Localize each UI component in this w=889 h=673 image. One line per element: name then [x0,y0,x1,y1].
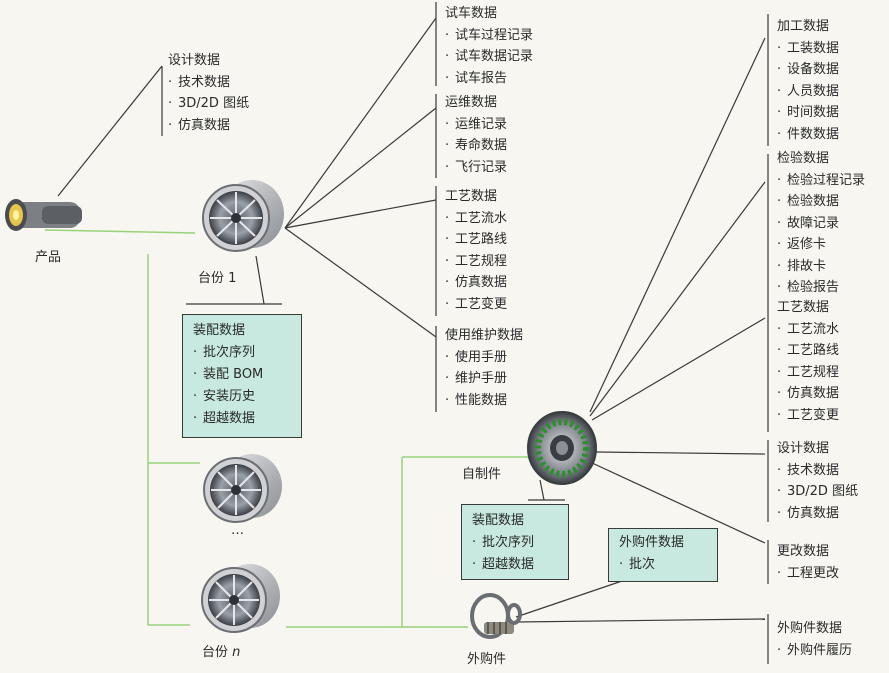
list-item: 工艺变更 [777,405,839,427]
process-data-1-title: 工艺数据 [445,189,498,204]
list-item: 检验过程记录 [777,170,865,192]
list-item: 超越数据 [193,408,291,430]
green-connectors [44,229,528,628]
assembly-box-1-title: 装配数据 [193,323,246,338]
purchased-box: 外购件数据 批次 [608,528,718,582]
list-item: 工艺路线 [777,340,839,362]
assembly-box-1: 装配数据 批次序列 装配 BOM 安装历史 超越数据 [182,314,302,438]
list-item: 设备数据 [777,59,839,81]
design-data-top-block: 设计数据 技术数据 3D/2D 图纸 仿真数据 [168,50,249,136]
product-engine-icon [5,199,82,231]
list-item: 技术数据 [777,460,858,482]
list-item: 使用手册 [445,347,523,369]
process-data-1-block: 工艺数据 工艺流水 工艺路线 工艺规程 仿真数据 工艺变更 [445,186,507,315]
design-data-top-title: 设计数据 [168,53,221,68]
machining-data-title: 加工数据 [777,19,830,34]
list-item: 时间数据 [777,102,839,124]
engine-unit1-icon [202,180,284,252]
list-item: 批次 [619,554,707,576]
list-item: 工艺路线 [445,229,507,251]
process-data-2-block: 工艺数据 工艺流水 工艺路线 工艺规程 仿真数据 工艺变更 [777,297,839,426]
maint-data-block: 使用维护数据 使用手册 维护手册 性能数据 [445,325,523,411]
list-item: 性能数据 [445,390,523,412]
list-item: 人员数据 [777,81,839,103]
inspection-data-title: 检验数据 [777,151,830,166]
ops-data-block: 运维数据 运维记录 寿命数据 飞行记录 [445,92,507,178]
list-item: 3D/2D 图纸 [168,93,249,115]
list-item: 寿命数据 [445,135,507,157]
unitn-label-n: n [232,645,241,660]
unit-ellipsis: … [231,523,244,538]
list-item: 件数数据 [777,124,839,146]
unit1-label: 台份 1 [198,271,237,286]
list-item: 仿真数据 [168,115,249,137]
purchased-data-title: 外购件数据 [777,621,843,636]
list-item: 仿真数据 [777,383,839,405]
purchased-label: 外购件 [467,652,507,667]
purchased-data-block: 外购件数据 外购件履历 [777,618,852,661]
list-item: 工艺流水 [445,208,507,230]
list-item: 工装数据 [777,38,839,60]
list-item: 维护手册 [445,368,523,390]
list-item: 工程更改 [777,563,839,585]
self-made-label: 自制件 [462,467,502,482]
list-item: 技术数据 [168,72,249,94]
list-item: 批次序列 [472,532,558,554]
list-item: 工艺变更 [445,294,507,316]
engine-unit-middle-icon [203,454,282,523]
test-data-block: 试车数据 试车过程记录 试车数据记录 试车报告 [445,3,533,89]
purchased-part-icon [470,593,522,639]
list-item: 试车过程记录 [445,25,533,47]
self-made-part-icon [527,411,597,485]
list-item: 检验报告 [777,277,865,299]
assembly-box-2-title: 装配数据 [472,513,525,528]
maint-data-title: 使用维护数据 [445,328,524,343]
list-item: 装配 BOM [193,364,291,386]
list-item: 故障记录 [777,213,865,235]
list-item: 超越数据 [472,554,558,576]
list-item: 外购件履历 [777,640,852,662]
ops-data-title: 运维数据 [445,95,498,110]
list-item: 飞行记录 [445,157,507,179]
list-item: 仿真数据 [445,272,507,294]
list-item: 试车数据记录 [445,46,533,68]
process-data-2-title: 工艺数据 [777,300,830,315]
list-item: 返修卡 [777,234,865,256]
change-data-block: 更改数据 工程更改 [777,541,839,584]
machining-data-block: 加工数据 工装数据 设备数据 人员数据 时间数据 件数数据 [777,16,839,145]
list-item: 运维记录 [445,114,507,136]
assembly-box-2: 装配数据 批次序列 超越数据 [461,504,569,580]
inspection-data-block: 检验数据 检验过程记录 检验数据 故障记录 返修卡 排故卡 检验报告 [777,148,865,299]
unitn-label: 台份 n [202,641,240,660]
list-item: 排故卡 [777,256,865,278]
unitn-label-prefix: 台份 [202,645,233,660]
design-data-2-block: 设计数据 技术数据 3D/2D 图纸 仿真数据 [777,438,858,524]
list-item: 批次序列 [193,342,291,364]
change-data-title: 更改数据 [777,544,830,559]
test-data-title: 试车数据 [445,6,498,21]
list-item: 试车报告 [445,68,533,90]
list-item: 工艺流水 [777,319,839,341]
list-item: 工艺规程 [777,362,839,384]
list-item: 3D/2D 图纸 [777,481,858,503]
purchased-box-title: 外购件数据 [619,535,685,550]
engine-unitn-icon [201,564,280,633]
list-item: 安装历史 [193,386,291,408]
list-item: 工艺规程 [445,251,507,273]
design-data-2-title: 设计数据 [777,441,830,456]
product-label: 产品 [35,250,62,265]
list-item: 仿真数据 [777,503,858,525]
list-item: 检验数据 [777,191,865,213]
dark-connectors [57,2,769,664]
